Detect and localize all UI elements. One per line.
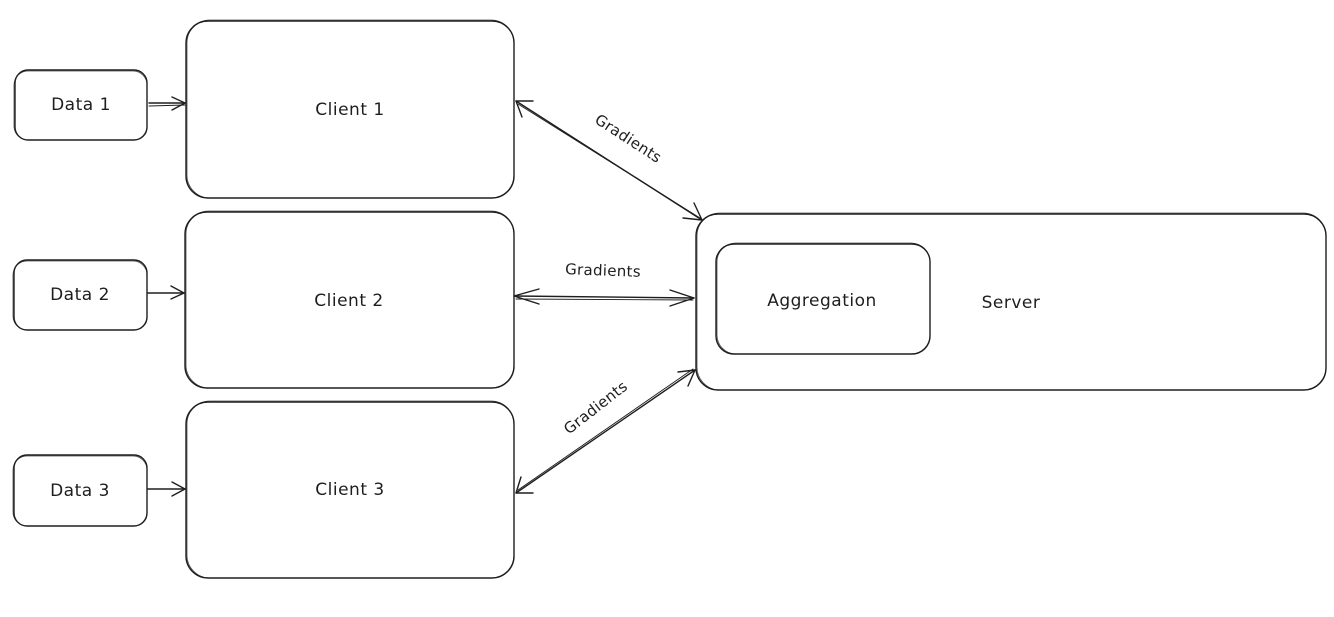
arrow-client2-server-head-server: [669, 289, 695, 307]
arrow-data1-client1: [148, 96, 186, 111]
client-node-3: Client 3: [185, 400, 515, 579]
server-node: Server Aggregation: [695, 212, 1327, 391]
data-node-2-sketch: [12, 260, 148, 331]
arrow-client1-server-head-server: [682, 202, 703, 221]
arrow-client1-server-head-client: [515, 100, 534, 118]
arrow-client1-server-sketch: [517, 103, 701, 219]
arrow-client3-server-shaft: [515, 369, 696, 494]
client-node-1: Client 1: [185, 19, 515, 199]
client-node-2-label: Client 2: [314, 291, 383, 311]
arrow-data3-client3: [147, 481, 186, 497]
arrow-data2-client2: [147, 285, 185, 300]
data-node-1: Data 1: [13, 69, 148, 141]
gradients-label-3: Gradients: [560, 377, 631, 438]
arrow-client2-server-shaft: [513, 295, 695, 299]
arrow-client1-server: Gradients: [515, 100, 703, 221]
aggregation-node-label: Aggregation: [767, 291, 877, 311]
gradients-label-1: Gradients: [592, 110, 665, 166]
arrow-data1-client1-head: [171, 96, 186, 111]
arrow-client2-server-head-client: [513, 288, 540, 305]
data-node-3-sketch: [12, 455, 148, 527]
arrow-client2-server: Gradients: [513, 260, 695, 307]
arrow-client3-server-head-server: [677, 369, 696, 387]
aggregation-node-sketch: [716, 242, 931, 355]
gradients-label-2: Gradients: [565, 260, 641, 281]
client-node-3-label: Client 3: [315, 480, 384, 500]
client-node-2: Client 2: [184, 210, 515, 389]
data-node-3-label: Data 3: [50, 481, 110, 501]
client-node-2-sketch: [185, 210, 515, 389]
arrow-data1-client1-sketch: [148, 104, 186, 107]
arrow-client2-server-sketch: [515, 298, 694, 301]
data-node-2: Data 2: [12, 259, 148, 331]
data-node-3: Data 3: [12, 454, 148, 527]
server-node-sketch: [696, 212, 1327, 391]
data-node-1-sketch: [13, 70, 148, 141]
data-node-1-label: Data 1: [51, 95, 111, 115]
arrow-data2-client2-head: [170, 285, 185, 300]
data-node-2-label: Data 2: [50, 285, 110, 305]
server-node-label: Server: [982, 293, 1041, 313]
arrow-client3-server-head-client: [515, 476, 534, 494]
client-node-3-sketch: [186, 400, 515, 579]
arrow-client3-server: Gradients: [515, 368, 696, 494]
arrow-data3-client3-head: [171, 481, 186, 497]
client-node-1-sketch: [186, 19, 515, 199]
client-node-1-label: Client 1: [315, 100, 384, 120]
arrow-client3-server-sketch: [517, 368, 694, 491]
aggregation-node: Aggregation: [715, 242, 931, 355]
